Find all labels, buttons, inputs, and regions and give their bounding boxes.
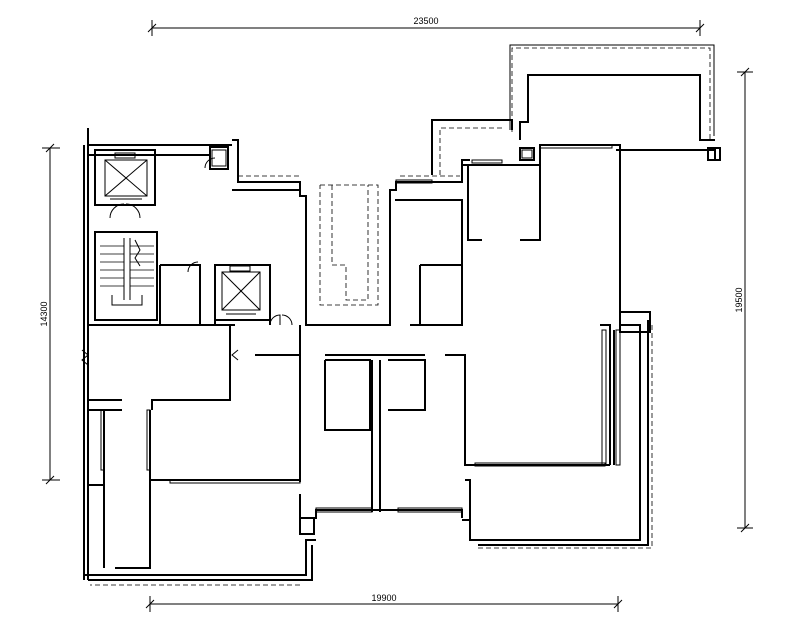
dimension-right-label: 19500 — [734, 287, 744, 312]
dimension-left: 14300 — [39, 143, 60, 485]
dimension-top: 23500 — [147, 16, 705, 36]
doors — [109, 157, 293, 326]
elevator-shaft-upper — [94, 149, 156, 206]
dimension-right: 19500 — [734, 67, 753, 533]
stairwell — [94, 231, 158, 321]
break-marks — [81, 349, 239, 366]
utility-shafts — [209, 146, 721, 535]
windows — [100, 144, 621, 513]
elevator-shaft-lower — [214, 264, 271, 321]
dimension-bottom: 19900 — [145, 593, 623, 612]
balcony-outlines — [90, 170, 653, 586]
dimension-left-label: 14300 — [39, 301, 49, 326]
dimension-top-label: 23500 — [413, 16, 438, 26]
dimension-bottom-label: 19900 — [371, 593, 396, 603]
